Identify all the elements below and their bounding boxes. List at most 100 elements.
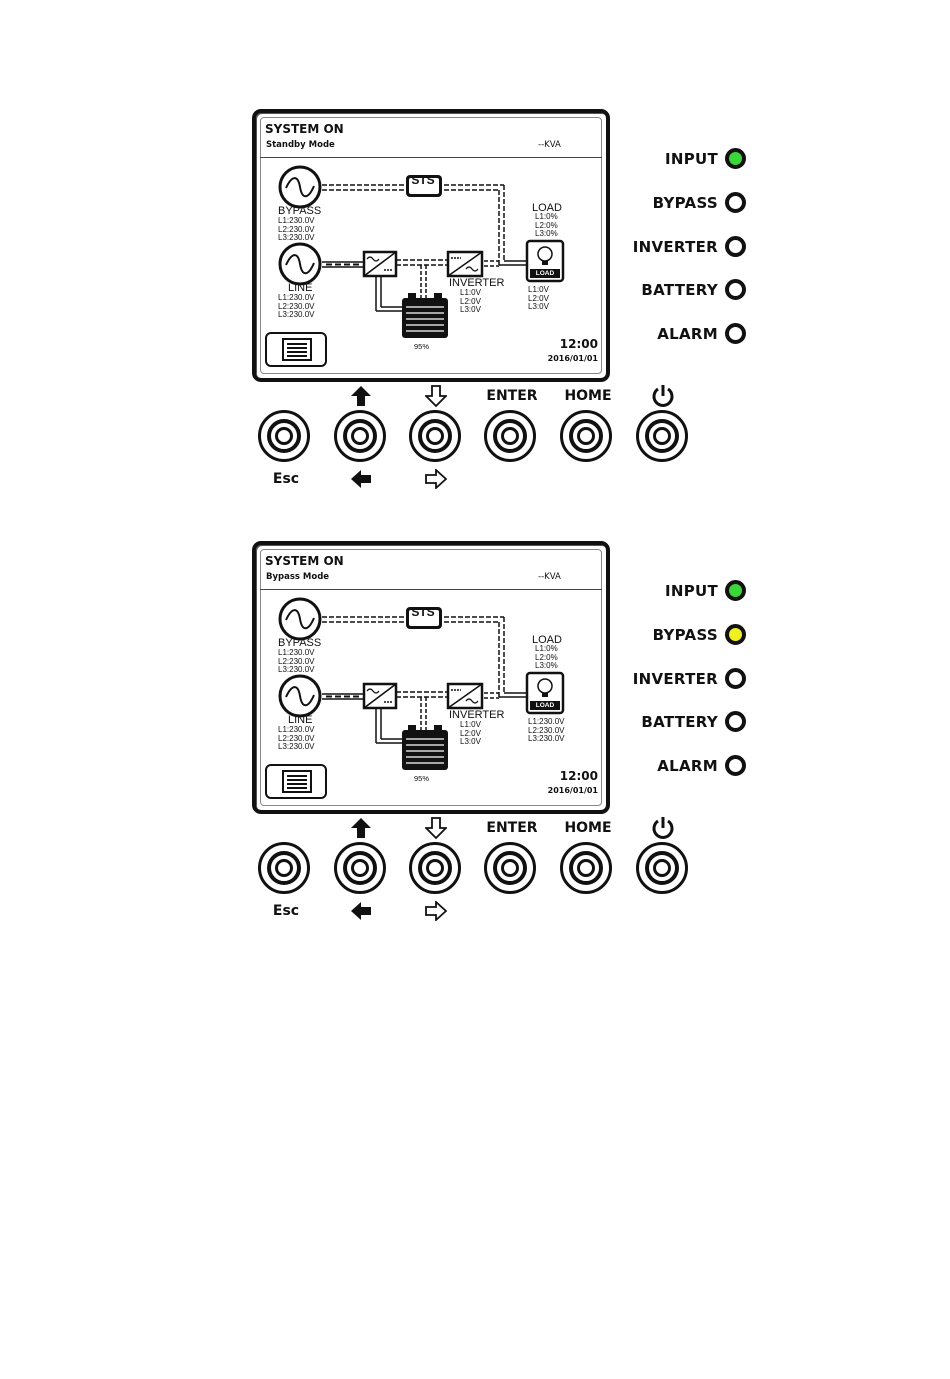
rectifier-icon xyxy=(362,682,398,710)
led-label: INPUT xyxy=(664,582,718,600)
led-bypass: BYPASS xyxy=(600,624,760,648)
bypass-label: BYPASS xyxy=(278,637,322,649)
header-divider xyxy=(260,589,602,590)
led-label: INVERTER xyxy=(632,670,718,688)
list-icon xyxy=(282,338,312,361)
line-path xyxy=(322,691,499,744)
battery-percent: 95% xyxy=(414,774,430,783)
led-input: INPUT xyxy=(600,148,760,172)
home-button[interactable] xyxy=(560,842,612,894)
power-icon xyxy=(652,817,674,839)
line-source-icon xyxy=(278,674,322,718)
power-flow-diagram xyxy=(278,597,565,770)
battery-percent: 95% xyxy=(414,342,430,351)
sts-label: STS xyxy=(411,605,435,619)
line-voltages: L1:230.0V L2:230.0V L3:230.0V xyxy=(278,293,315,319)
battery-icon xyxy=(402,725,448,770)
load-icon-text: LOAD xyxy=(535,702,555,709)
led-label: BATTERY xyxy=(641,281,718,299)
led-alarm: ALARM xyxy=(600,323,760,347)
led-label: ALARM xyxy=(657,325,718,343)
sts-switch-icon xyxy=(406,175,442,197)
enter-label: ENTER xyxy=(486,388,538,404)
load-icon-text: LOAD xyxy=(535,270,555,277)
lcd-screen: SYSTEM ON Bypass Mode --KVA xyxy=(252,541,610,814)
led-indicator xyxy=(725,711,746,732)
lcd-screen: SYSTEM ON Standby Mode --KVA xyxy=(252,109,610,382)
enter-button[interactable] xyxy=(484,410,536,462)
home-button[interactable] xyxy=(560,410,612,462)
menu-button[interactable] xyxy=(265,332,327,367)
esc-button[interactable] xyxy=(258,842,310,894)
esc-label: Esc xyxy=(272,903,300,919)
home-label: HOME xyxy=(564,820,612,836)
load-percentages: L1:0% L2:0% L3:0% xyxy=(535,644,558,670)
menu-button[interactable] xyxy=(265,764,327,799)
arrow-up-icon xyxy=(351,386,371,406)
clock-time: 12:00 xyxy=(559,337,598,351)
led-alarm: ALARM xyxy=(600,755,760,779)
led-indicator xyxy=(725,668,746,689)
sts-switch-icon xyxy=(406,607,442,629)
up-left-button[interactable] xyxy=(334,410,386,462)
led-label: BYPASS xyxy=(652,194,718,212)
esc-button[interactable] xyxy=(258,410,310,462)
line-voltages: L1:230.0V L2:230.0V L3:230.0V xyxy=(278,725,315,751)
down-right-button[interactable] xyxy=(409,410,461,462)
bypass-label: BYPASS xyxy=(278,205,322,217)
led-indicator xyxy=(725,148,746,169)
clock-date: 2016/01/01 xyxy=(547,786,598,795)
line-path xyxy=(322,259,499,312)
ups-control-panel: SYSTEM ON Standby Mode --KVA xyxy=(0,109,950,509)
led-label: INVERTER xyxy=(632,238,718,256)
inverter-voltages: L1:0V L2:0V L3:0V xyxy=(460,720,481,746)
home-label: HOME xyxy=(564,388,612,404)
led-battery: BATTERY xyxy=(600,711,760,735)
enter-button[interactable] xyxy=(484,842,536,894)
bypass-path xyxy=(322,184,526,266)
arrow-left-icon xyxy=(351,470,371,488)
led-indicator xyxy=(725,755,746,776)
rectifier-icon xyxy=(362,250,398,278)
led-indicator xyxy=(725,580,746,601)
up-left-button[interactable] xyxy=(334,842,386,894)
power-button[interactable] xyxy=(636,842,688,894)
load-voltages: L1:0V L2:0V L3:0V xyxy=(528,285,549,311)
arrow-down-outline-icon xyxy=(425,385,447,407)
operating-mode: Bypass Mode xyxy=(266,572,330,582)
arrow-left-icon xyxy=(351,902,371,920)
system-status: SYSTEM ON xyxy=(265,554,344,568)
led-battery: BATTERY xyxy=(600,279,760,303)
led-indicator xyxy=(725,279,746,300)
down-right-button[interactable] xyxy=(409,842,461,894)
inverter-voltages: L1:0V L2:0V L3:0V xyxy=(460,288,481,314)
header-divider xyxy=(260,157,602,158)
bypass-voltages: L1:230.0V L2:230.0V L3:230.0V xyxy=(278,216,315,242)
load-voltages: L1:230.0V L2:230.0V L3:230.0V xyxy=(528,717,565,743)
load-bulb-icon xyxy=(525,671,565,715)
bypass-source-icon xyxy=(278,597,322,641)
arrow-down-outline-icon xyxy=(425,817,447,839)
inverter-label: INVERTER xyxy=(449,709,505,721)
bypass-source-icon xyxy=(278,165,322,209)
led-inverter: INVERTER xyxy=(600,236,760,260)
kva-readout: --KVA xyxy=(538,140,561,150)
inverter-icon xyxy=(446,250,484,278)
inverter-icon xyxy=(446,682,484,710)
clock-date: 2016/01/01 xyxy=(547,354,598,363)
line-source-icon xyxy=(278,242,322,286)
arrow-right-outline-icon xyxy=(425,469,447,489)
arrow-right-outline-icon xyxy=(425,901,447,921)
arrow-up-icon xyxy=(351,818,371,838)
led-label: INPUT xyxy=(664,150,718,168)
line-label: LINE xyxy=(288,282,313,294)
led-label: BYPASS xyxy=(652,626,718,644)
esc-label: Esc xyxy=(272,471,300,487)
battery-icon xyxy=(402,293,448,338)
clock-time: 12:00 xyxy=(559,769,598,783)
led-indicator xyxy=(725,236,746,257)
bypass-path xyxy=(322,616,526,698)
power-button[interactable] xyxy=(636,410,688,462)
load-label: LOAD xyxy=(532,634,562,646)
led-indicator xyxy=(725,624,746,645)
